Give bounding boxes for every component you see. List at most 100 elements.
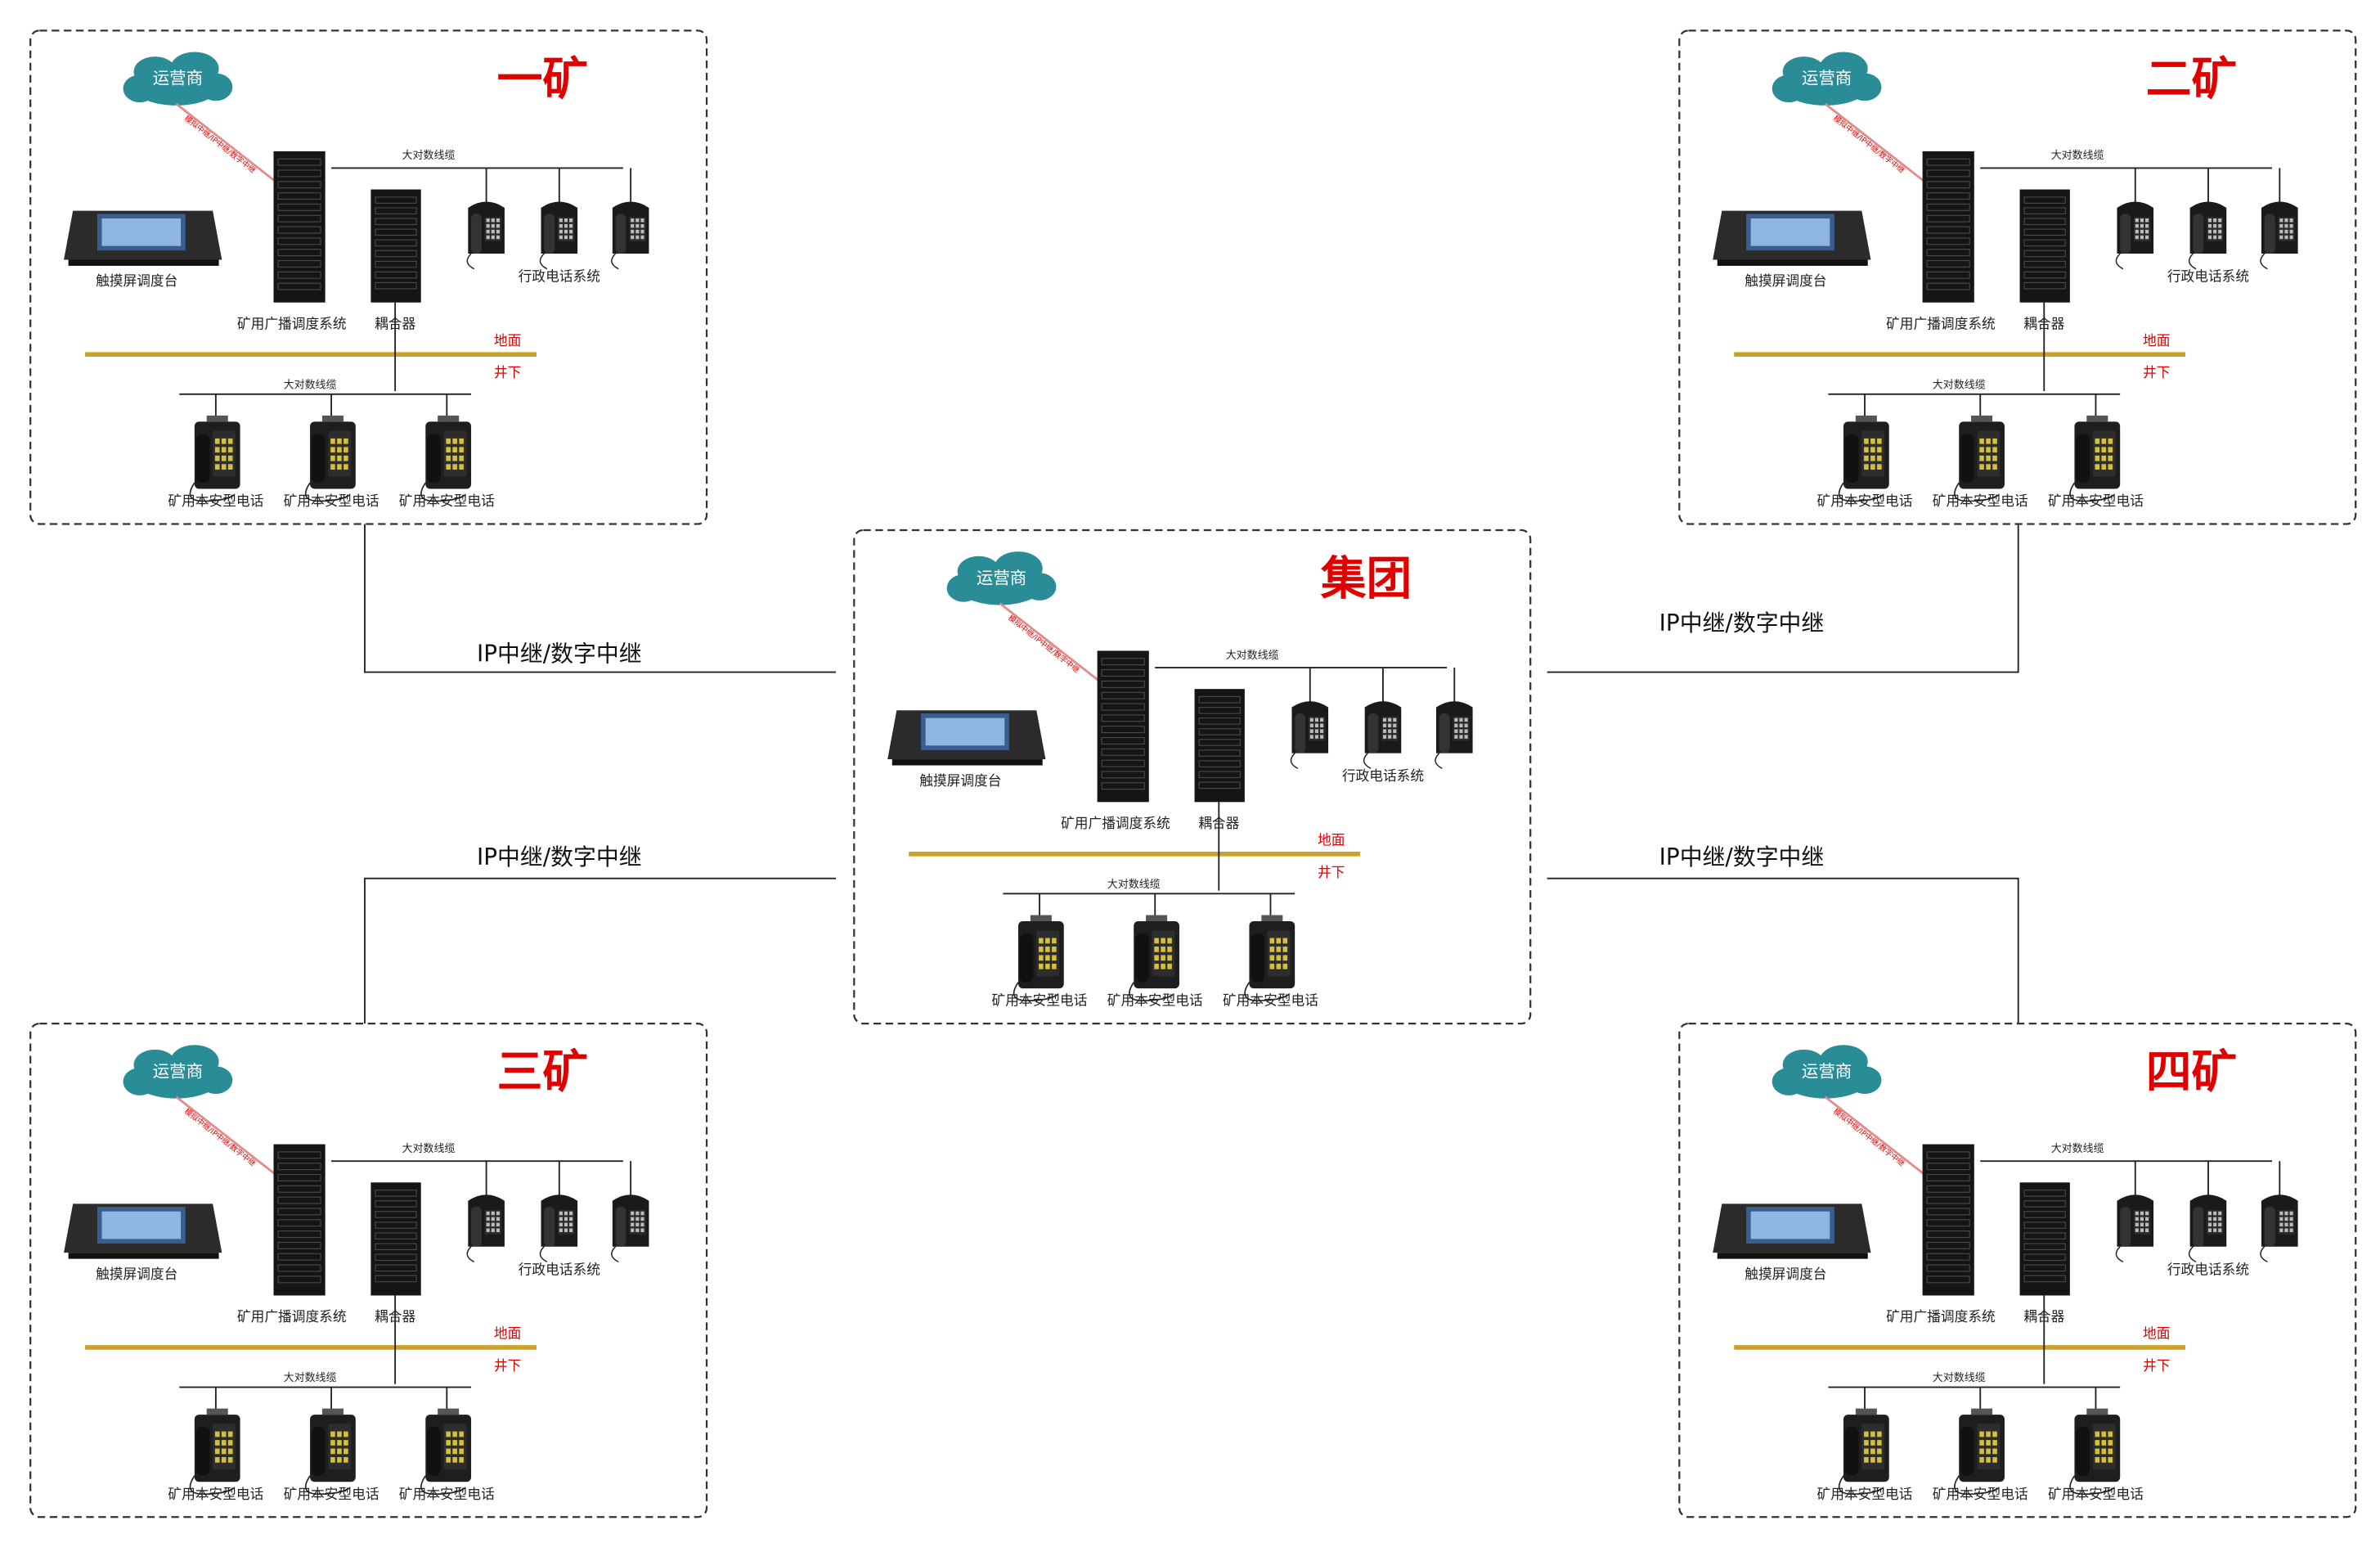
site-panel-mine4: 四矿 运营商 模拟中继/IP中继/数字中继 触摸屏调度台 矿用广播调度系统 [1678,1022,2357,1518]
operator-label: 运营商 [977,568,1026,587]
mine-phone-icon [420,394,472,502]
trunk-type-label: 模拟中继/IP中继/数字中继 [182,114,258,176]
operator-label: 运营商 [153,1061,203,1081]
top-cable-label: 大对数线缆 [2051,1142,2104,1155]
rack-icon [1922,151,1974,303]
site-title: 三矿 [497,1046,588,1099]
trunk-link-line [999,602,1111,691]
site-panel-mine1: 一矿 运营商 模拟中继/IP中继/数字中继 触摸屏调度台 矿用广播调度系统 [29,29,708,525]
console-icon [887,710,1046,766]
site-title: 二矿 [2146,53,2237,106]
coupler-icon [370,189,421,303]
bottom-cable-label: 大对数线缆 [284,1371,337,1384]
trunk-type-label: 模拟中继/IP中继/数字中继 [1831,114,1906,176]
trunk-type-label: 模拟中继/IP中继/数字中继 [1006,613,1081,675]
mine-phone-labels: 矿用本安型电话矿用本安型电话矿用本安型电话 [992,992,1319,1009]
mine-phone-icon [1244,893,1296,1001]
mine-phone-label: 矿用本安型电话 [168,493,263,509]
site-frame [853,529,1532,1025]
mine-phone-labels: 矿用本安型电话矿用本安型电话矿用本安型电话 [1817,1486,2144,1502]
operator-label: 运营商 [1802,1061,1852,1081]
console-icon [1713,210,1871,266]
console-icon [1713,1203,1871,1259]
desk-phone-icon [2260,168,2298,270]
bottom-cable-label: 大对数线缆 [1107,878,1161,891]
trunk-type-label: 模拟中继/IP中继/数字中继 [1831,1106,1906,1168]
trunk-link-line [175,1095,287,1184]
rack-icon [273,1144,326,1296]
trunk-links: IP中继/数字中继 IP中继/数字中继 IP中继/数字中继 IP中继/数字中继 [364,524,2019,1024]
top-cable-label: 大对数线缆 [402,1142,456,1155]
ground-label: 地面 [1318,832,1345,848]
mine-phone-icon [2069,394,2121,502]
site-frame [29,1022,708,1518]
console-icon [64,210,222,266]
underground-label: 井下 [494,364,521,380]
trunk-link-line [1824,102,1936,191]
mine-phone-label: 矿用本安型电话 [1817,1486,1913,1502]
ground-label: 地面 [494,1325,521,1342]
desk-phone-icon [539,168,578,270]
site-title: 一矿 [497,53,588,106]
broadcast-system-label: 矿用广播调度系统 [237,1308,347,1325]
mine-phone-label: 矿用本安型电话 [2048,493,2144,509]
touch-console-label: 触摸屏调度台 [919,772,1001,789]
desk-phone-icon [2188,168,2227,270]
broadcast-system-label: 矿用广播调度系统 [1061,815,1170,831]
broadcast-system-label: 矿用广播调度系统 [1886,1308,1996,1325]
site-title: 四矿 [2146,1046,2237,1099]
rack-icon [1922,1144,1974,1296]
mine-phone-label: 矿用本安型电话 [168,1486,263,1502]
admin-phone-system-label: 行政电话系统 [2167,1261,2250,1277]
site-title: 集团 [1320,552,1412,605]
underground-label: 井下 [2143,364,2170,380]
sites-layer: 集团 运营商 模拟中继/IP中继/数字中继 触摸屏调度台 矿用广播调度系统 [29,29,2357,1518]
site-panel-group: 集团 运营商 模拟中继/IP中继/数字中继 触摸屏调度台 矿用广播调度系统 [853,529,1532,1025]
ground-label: 地面 [2143,1325,2170,1342]
mine-phone-icon [1128,893,1179,1001]
top-cable-label: 大对数线缆 [2051,149,2104,162]
desk-phone-icon [1363,668,1402,769]
coupler-icon [1194,689,1245,803]
coupler-icon [2019,1182,2070,1296]
site-panel-mine3: 三矿 运营商 模拟中继/IP中继/数字中继 触摸屏调度台 矿用广播调度系统 [29,1022,708,1518]
desk-phone-icon [1435,668,1473,769]
rack-icon [1097,650,1149,803]
mine-phone-icon [1953,394,2005,502]
trunk-type-label: 模拟中继/IP中继/数字中继 [182,1106,258,1168]
underground-label: 井下 [1318,864,1345,880]
desk-phone-icon [2115,168,2154,270]
coupler-icon [370,1182,421,1296]
bottom-cable-label: 大对数线缆 [284,378,337,391]
broadcast-system-label: 矿用广播调度系统 [1886,315,1996,331]
mine-phone-label: 矿用本安型电话 [1223,992,1318,1009]
mine-phone-icon [1013,893,1064,1001]
touch-console-label: 触摸屏调度台 [1745,272,1826,289]
link-label-mine1: IP中继/数字中继 [477,640,642,667]
link-label-mine4: IP中继/数字中继 [1659,843,1825,870]
site-frame [1678,1022,2357,1518]
mine-phone-icon [189,394,240,502]
console-icon [64,1203,222,1259]
desk-phone-icon [466,168,505,270]
mine-phone-labels: 矿用本安型电话矿用本安型电话矿用本安型电话 [168,1486,495,1502]
link-label-mine3: IP中继/数字中继 [477,843,642,870]
desk-phone-icon [1290,668,1329,769]
mine-phone-labels: 矿用本安型电话矿用本安型电话矿用本安型电话 [168,493,495,509]
cloud-icon [123,52,233,106]
trunk-link-line [1824,1095,1936,1184]
admin-phone-system-label: 行政电话系统 [2167,268,2250,285]
desk-phone-icon [611,168,649,270]
rack-icon [273,151,326,303]
desk-phone-icon [466,1161,505,1263]
underground-label: 井下 [2143,1357,2170,1374]
ground-label: 地面 [494,332,521,349]
mine-phone-icon [1838,1387,1889,1496]
cloud-icon [1772,52,1882,106]
bottom-cable-label: 大对数线缆 [1933,1371,1986,1384]
mine-phone-label: 矿用本安型电话 [1933,493,2028,509]
mine-phone-label: 矿用本安型电话 [1107,992,1203,1009]
desk-phone-icon [611,1161,649,1263]
mine-phone-icon [304,1387,356,1496]
